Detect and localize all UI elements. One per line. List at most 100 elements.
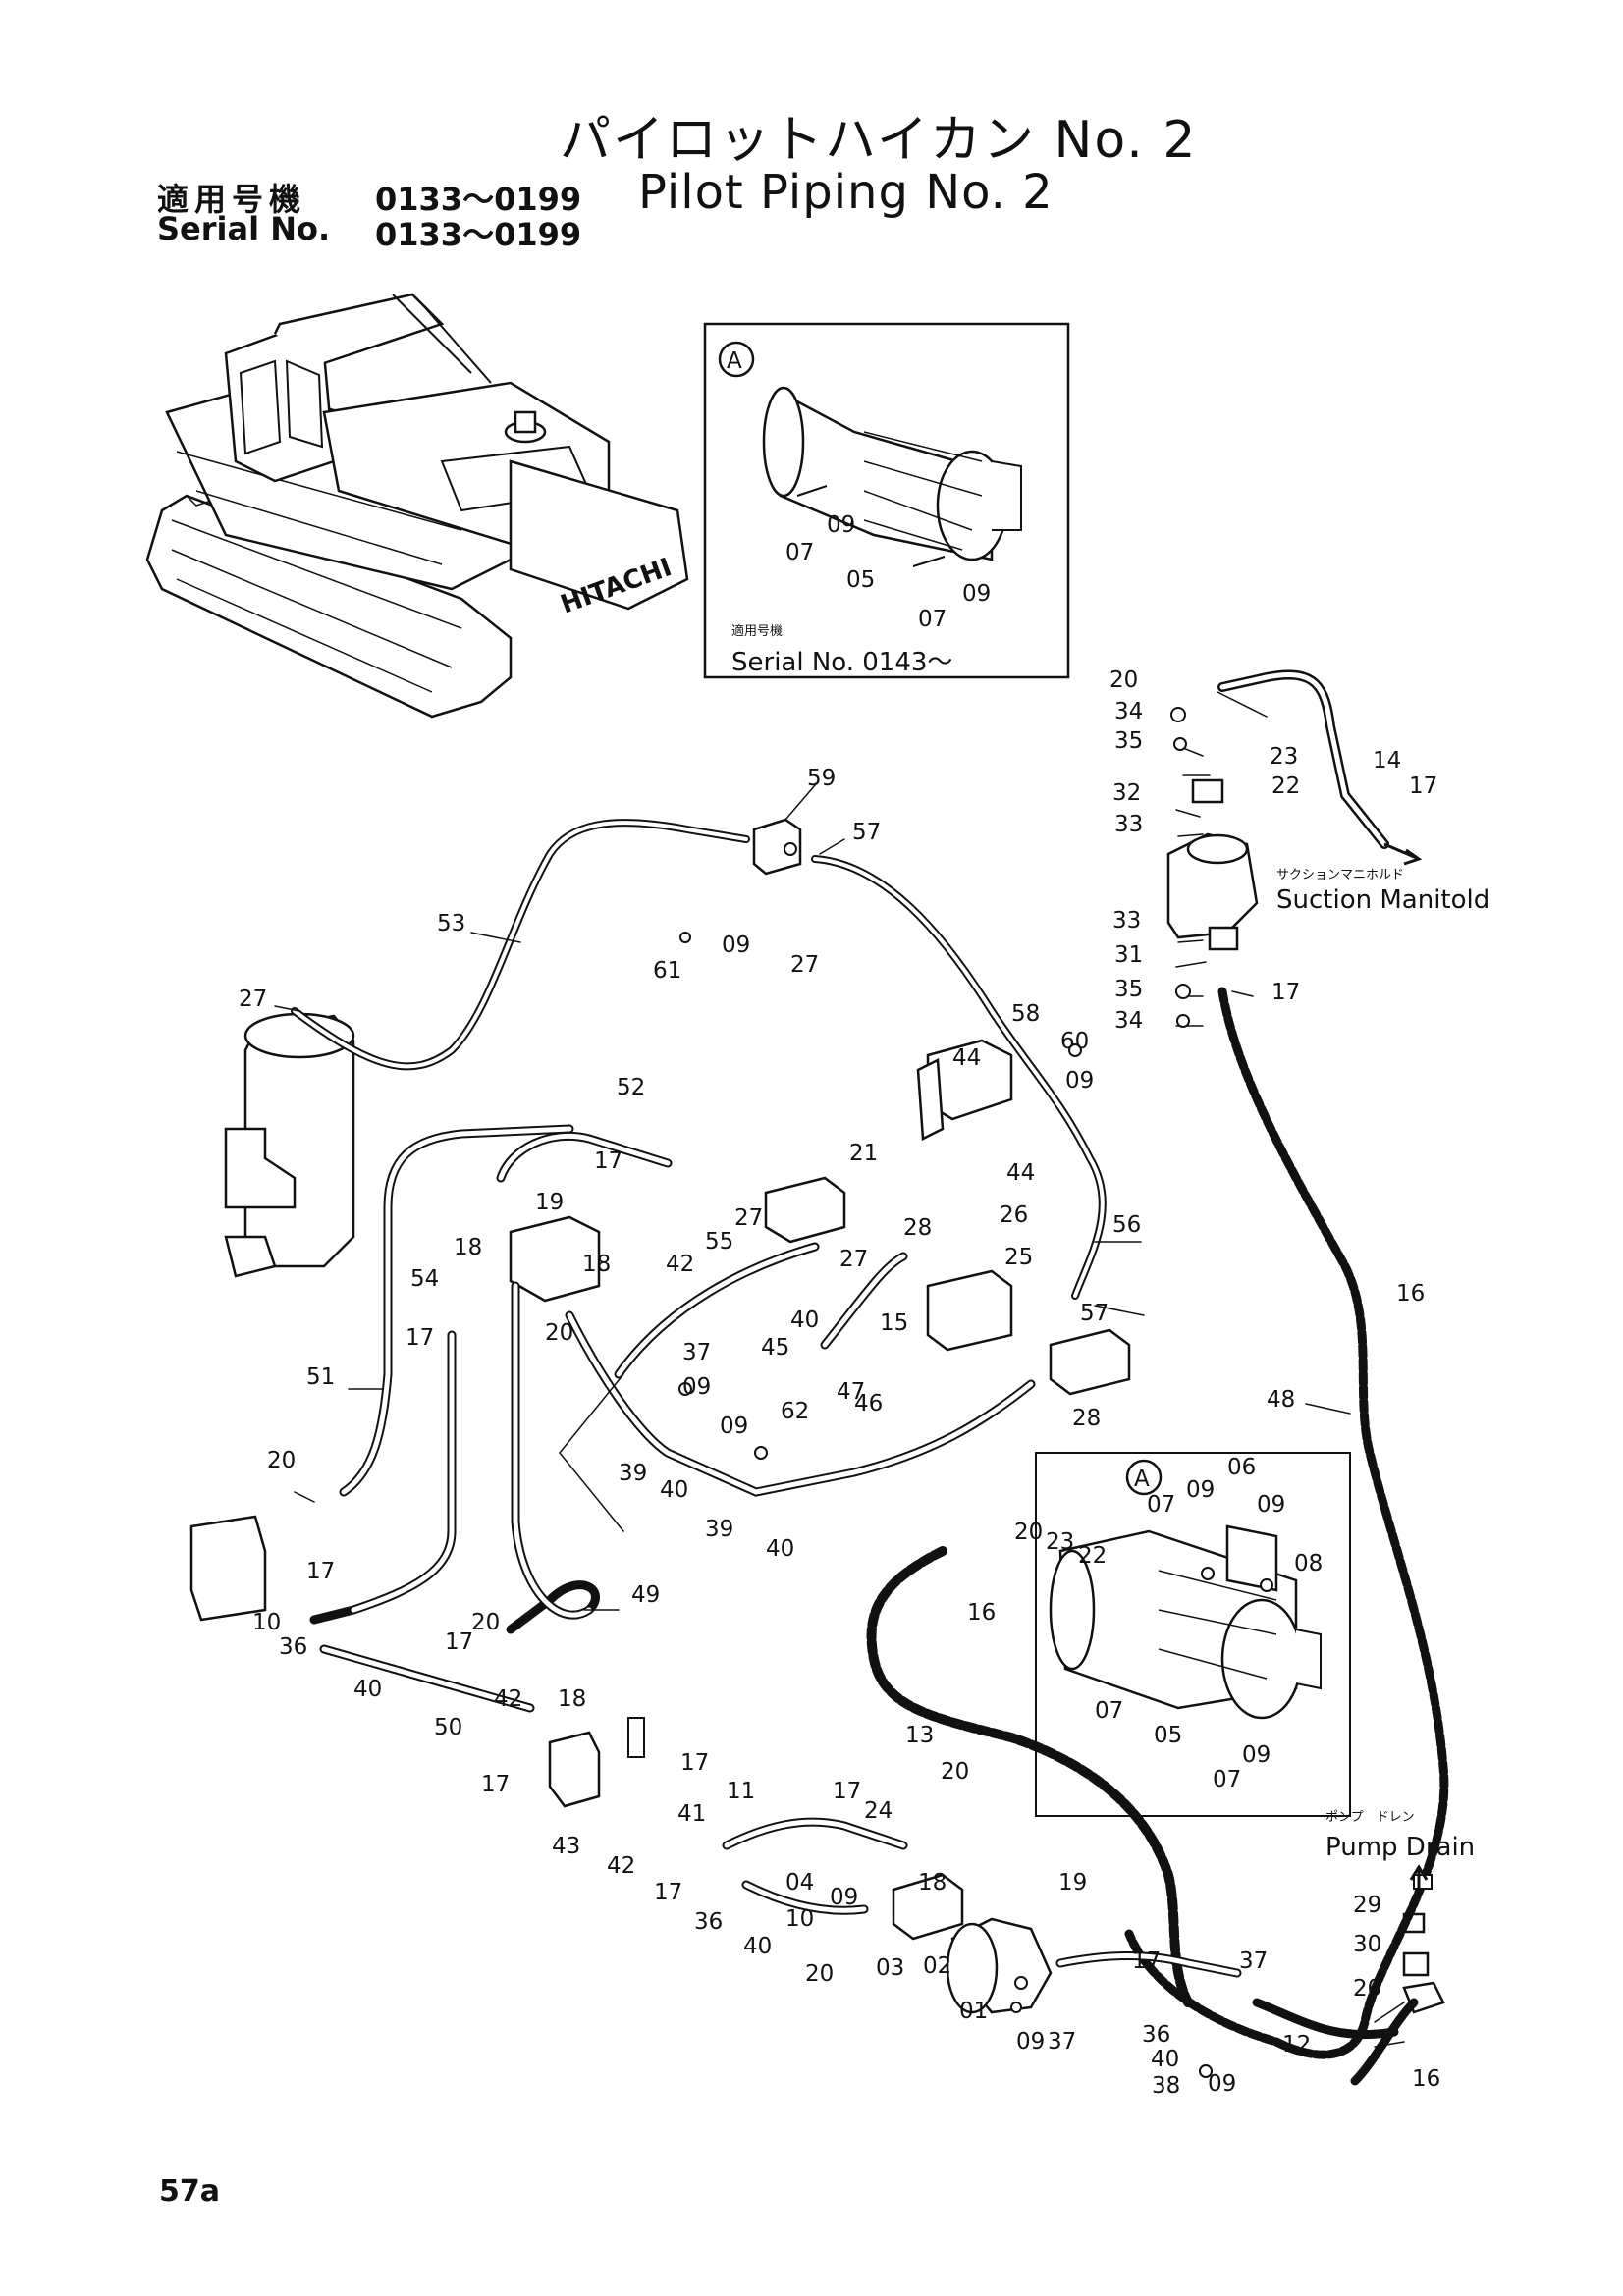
title-japanese: パイロットハイカン No. 2 [560,111,1198,170]
inset-bottom-marker: A [1134,1467,1150,1492]
part-label-40: 40 [790,1308,819,1333]
part-label-15: 15 [880,1310,908,1336]
inset-bottom-label-1: 07 [1147,1492,1175,1518]
inset-top-label-1: 09 [827,512,855,538]
part-label-17: 17 [680,1750,709,1776]
inset-bottom-label-3: 06 [1227,1455,1256,1480]
part-label-11: 11 [727,1779,755,1804]
inset-top-marker: A [727,348,742,374]
fittings [627,707,1433,2078]
suction-manifold [1166,778,1259,951]
part-label-51: 51 [306,1364,335,1390]
part-label-24: 24 [864,1798,893,1824]
part-label-19: 19 [535,1190,564,1215]
part-label-45: 45 [761,1335,789,1361]
inset-bottom-label-9: 07 [1213,1767,1241,1792]
part-label-40: 40 [1151,2047,1179,2072]
part-label-20: 20 [267,1448,296,1473]
inset-top-label-5: 07 [918,607,947,632]
part-label-25: 25 [1004,1245,1033,1270]
part-label-17: 17 [654,1880,682,1905]
part-label-53: 53 [437,911,465,936]
part-label-62: 62 [781,1399,809,1424]
part-label-39: 39 [619,1461,647,1486]
part-label-20: 20 [545,1320,573,1346]
inset-bottom-label-2: 09 [1186,1477,1215,1503]
part-label-18: 18 [454,1235,482,1260]
part-label-56: 56 [1112,1212,1141,1238]
part-label-43: 43 [552,1834,580,1859]
part-label-37: 37 [682,1340,711,1365]
suction-manifold-label-en: Suction Manitold [1276,885,1489,915]
inset-bottom-label-8: 09 [1242,1742,1271,1768]
part-label-17: 17 [406,1325,434,1351]
inset-bottom-label-5: 08 [1294,1551,1323,1576]
part-label-40: 40 [660,1477,688,1503]
part-label-52: 52 [617,1075,645,1100]
valve-blocks [189,818,1445,2014]
part-label-35: 35 [1114,728,1143,754]
suction-arrow [1383,842,1423,866]
part-label-34: 34 [1114,699,1143,724]
part-label-27: 27 [839,1247,868,1272]
part-label-47: 47 [837,1379,865,1405]
pump-drain-label-jp: ポンプ ドレン [1325,1810,1415,1825]
part-label-17: 17 [306,1559,335,1584]
part-label-09: 09 [1065,1068,1094,1094]
part-label-20: 20 [1353,1976,1381,2002]
inset-top-label-2: 07 [785,540,814,565]
part-label-58: 58 [1011,1001,1040,1027]
part-label-21: 21 [849,1141,878,1166]
part-label-33: 33 [1114,812,1143,837]
part-label-23: 23 [1270,744,1298,770]
part-label-17: 17 [481,1772,510,1797]
part-label-16: 16 [1396,1281,1425,1307]
part-label-14: 14 [1373,748,1401,774]
part-label-09: 09 [720,1414,748,1439]
part-label-17: 17 [1409,774,1437,799]
inset-a-bottom: A 07 09 06 09 08 07 05 09 07 [1035,1452,1351,1817]
part-label-20: 20 [1109,667,1138,693]
part-label-31: 31 [1114,942,1143,968]
inset-top-label-3: 05 [846,567,875,593]
part-label-09: 09 [722,933,750,958]
part-label-01: 01 [959,1999,988,2024]
part-label-34: 34 [1114,1008,1143,1034]
part-label-02: 02 [923,1953,951,1979]
part-label-27: 27 [734,1205,763,1231]
part-label-30: 30 [1353,1932,1381,1957]
part-label-20: 20 [471,1610,500,1635]
serial-range-english: 0133～0199 [375,216,582,253]
swing-device [224,1012,355,1278]
part-label-20: 20 [941,1759,969,1785]
pump-drain-arrow [1409,1864,1429,1895]
part-label-48: 48 [1267,1387,1295,1413]
part-label-46: 46 [854,1391,883,1416]
serial-label-japanese: 適用号機 [157,181,307,218]
part-label-36: 36 [279,1634,307,1660]
suction-manifold-label-jp: サクションマニホルド [1276,868,1404,882]
part-label-13: 13 [905,1723,934,1748]
part-label-16: 16 [967,1600,996,1626]
part-label-37: 37 [1239,1949,1268,1974]
part-label-09: 09 [1208,2071,1236,2097]
title-english: Pilot Piping No. 2 [638,165,1054,220]
part-label-29: 29 [1353,1893,1381,1918]
part-label-23: 23 [1046,1529,1074,1555]
part-label-17: 17 [833,1779,861,1804]
part-label-04: 04 [785,1870,814,1896]
part-label-40: 40 [353,1677,382,1702]
part-label-09: 09 [1016,2029,1045,2055]
serial-label-english: Serial No. [157,210,331,247]
part-label-17: 17 [1271,980,1300,1005]
part-label-57: 57 [1080,1301,1109,1326]
inset-top-label-4: 09 [962,581,991,607]
part-label-42: 42 [607,1853,635,1879]
hose-lines [274,669,1449,2086]
part-label-17: 17 [1132,1949,1161,1974]
part-label-38: 38 [1152,2073,1180,2099]
part-label-18: 18 [558,1686,586,1712]
page-number: 57a [159,2174,220,2209]
part-label-61: 61 [653,958,681,984]
